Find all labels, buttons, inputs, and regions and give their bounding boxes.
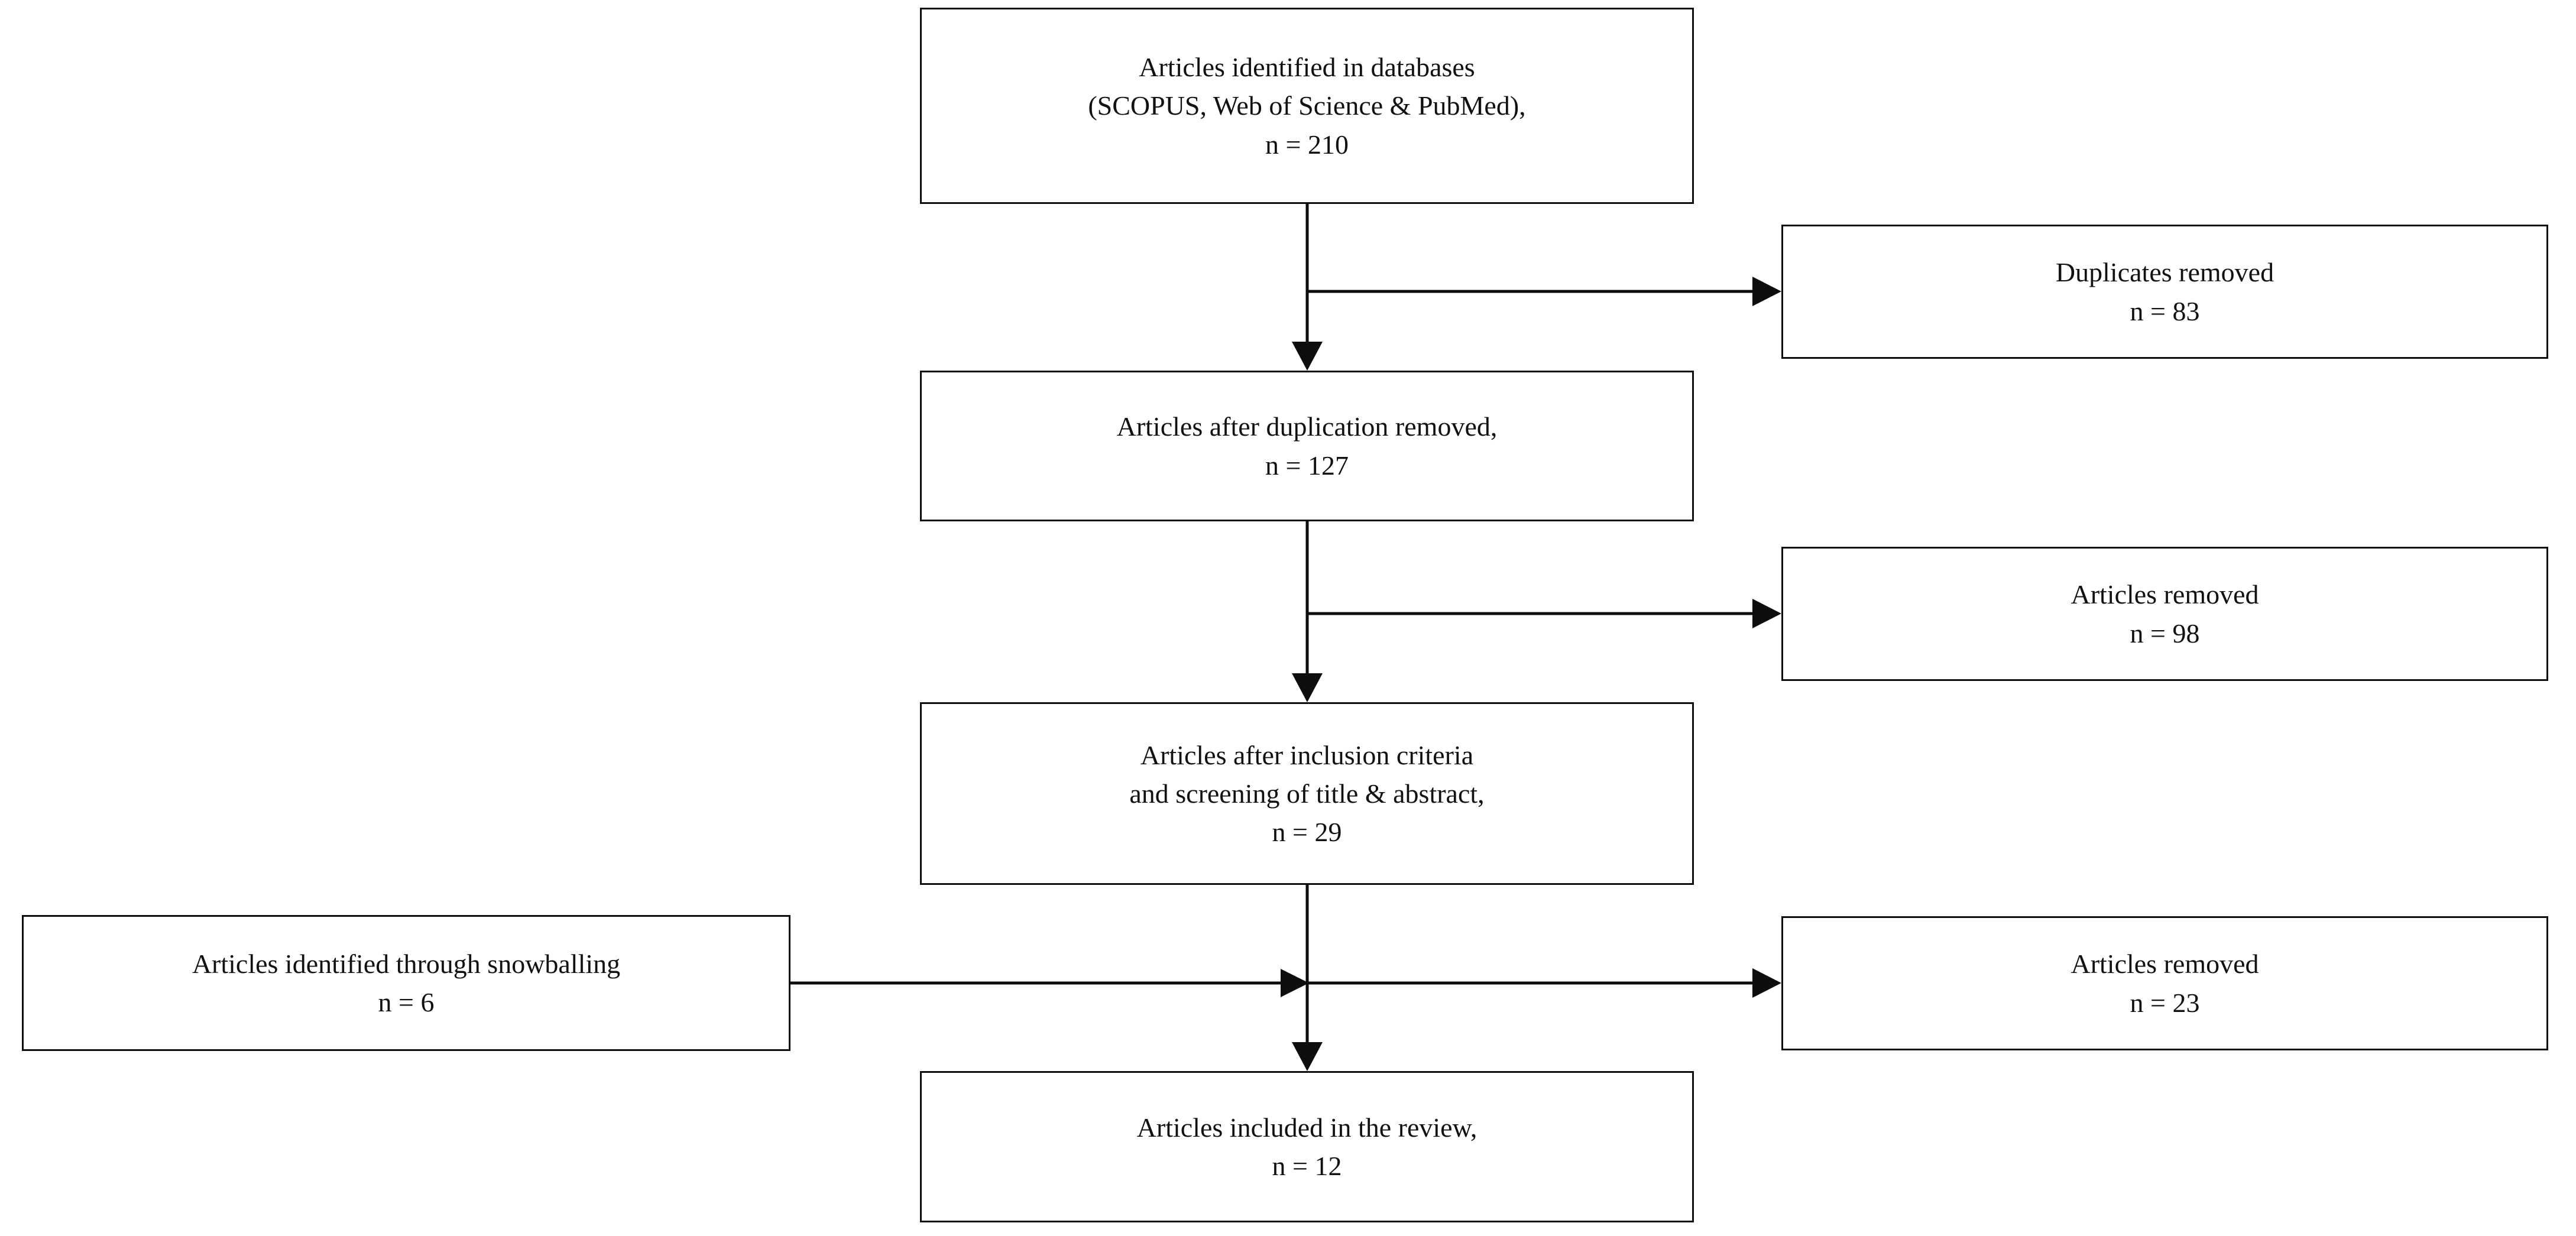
articles-after-inclusion-line-1: Articles after inclusion criteria [1140,739,1474,770]
articles-snowballing-box: Articles identified through snowballing … [22,915,790,1051]
articles-after-duplication-box: Articles after duplication removed, n = … [920,371,1694,521]
connector-after-duplication-to-articles-removed-screening [1307,599,1781,628]
connector-identified-to-after-duplication [1292,204,1323,371]
articles-removed-screening-label: Articles removed [2070,579,2259,610]
duplicates-removed-label: Duplicates removed [2055,257,2274,288]
articles-removed-fulltext-label: Articles removed [2070,949,2259,979]
articles-removed-screening-box: Articles removed n = 98 [1781,547,2548,681]
articles-identified-line-1: Articles identified in databases [1139,52,1475,83]
articles-identified-count: n = 210 [1265,129,1349,160]
articles-removed-fulltext-box: Articles removed n = 23 [1781,916,2548,1050]
articles-removed-screening-count: n = 98 [2130,618,2200,648]
articles-after-inclusion-box: Articles after inclusion criteria and sc… [920,702,1694,885]
connector-after-duplication-to-after-inclusion [1292,520,1323,702]
articles-after-duplication-label: Articles after duplication removed, [1116,411,1498,442]
articles-included-count: n = 12 [1272,1151,1342,1181]
articles-included-label: Articles included in the review, [1136,1112,1477,1143]
articles-after-inclusion-count: n = 29 [1272,817,1342,848]
duplicates-removed-box: Duplicates removed n = 83 [1781,225,2548,359]
articles-included-box: Articles included in the review, n = 12 [920,1071,1694,1222]
duplicates-removed-count: n = 83 [2130,296,2200,326]
articles-after-duplication-count: n = 127 [1265,450,1349,481]
connector-after-inclusion-to-included [1292,885,1323,1071]
connector-identified-to-duplicates-removed [1307,277,1781,306]
connector-stream-to-articles-removed-fulltext [1307,968,1781,998]
articles-identified-line-2: (SCOPUS, Web of Science & PubMed), [1088,90,1526,121]
connector-snowballing-to-stream [790,969,1309,997]
articles-snowballing-count: n = 6 [378,987,435,1017]
articles-after-inclusion-line-2: and screening of title & abstract, [1129,778,1485,809]
articles-snowballing-label: Articles identified through snowballing [192,948,621,979]
articles-removed-fulltext-count: n = 23 [2130,987,2200,1018]
articles-identified-box: Articles identified in databases (SCOPUS… [920,8,1694,204]
